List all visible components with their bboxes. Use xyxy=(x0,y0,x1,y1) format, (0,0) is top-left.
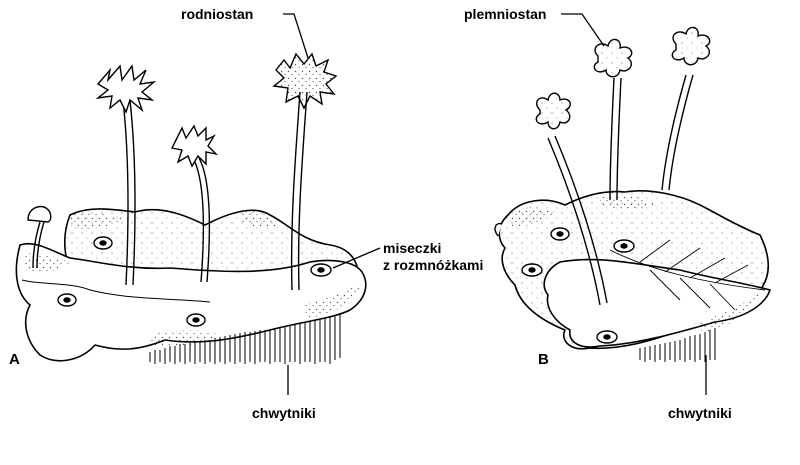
label-chwytniki-a: chwytniki xyxy=(252,405,316,421)
panel-a-thallus xyxy=(15,208,367,362)
panel-letter-b: B xyxy=(538,351,549,368)
panel-a-gemma-cups xyxy=(57,236,332,327)
panel-b-leaders xyxy=(561,13,707,395)
panel-b-rhizoids xyxy=(639,328,716,362)
label-rodniostan: rodniostan xyxy=(181,6,254,22)
panel-b-gemma-cups xyxy=(494,222,635,344)
panel-b-veins xyxy=(609,239,766,311)
label-miseczki: miseczki xyxy=(383,240,442,256)
panel-a-stalks xyxy=(32,91,308,291)
label-plemniostan: plemniostan xyxy=(464,6,547,22)
label-z-rozmnozkami: z rozmnóżkami xyxy=(383,257,484,273)
panel-letter-a: A xyxy=(9,351,20,368)
panel-a-rhizoids xyxy=(149,313,341,364)
panel-a-leaders xyxy=(283,13,381,395)
panel-a-heads xyxy=(27,52,338,223)
panel-b-stipple xyxy=(508,194,760,332)
label-chwytniki-b: chwytniki xyxy=(668,405,732,421)
panel-b-stalks xyxy=(547,74,694,306)
panel-b-heads xyxy=(535,26,711,130)
